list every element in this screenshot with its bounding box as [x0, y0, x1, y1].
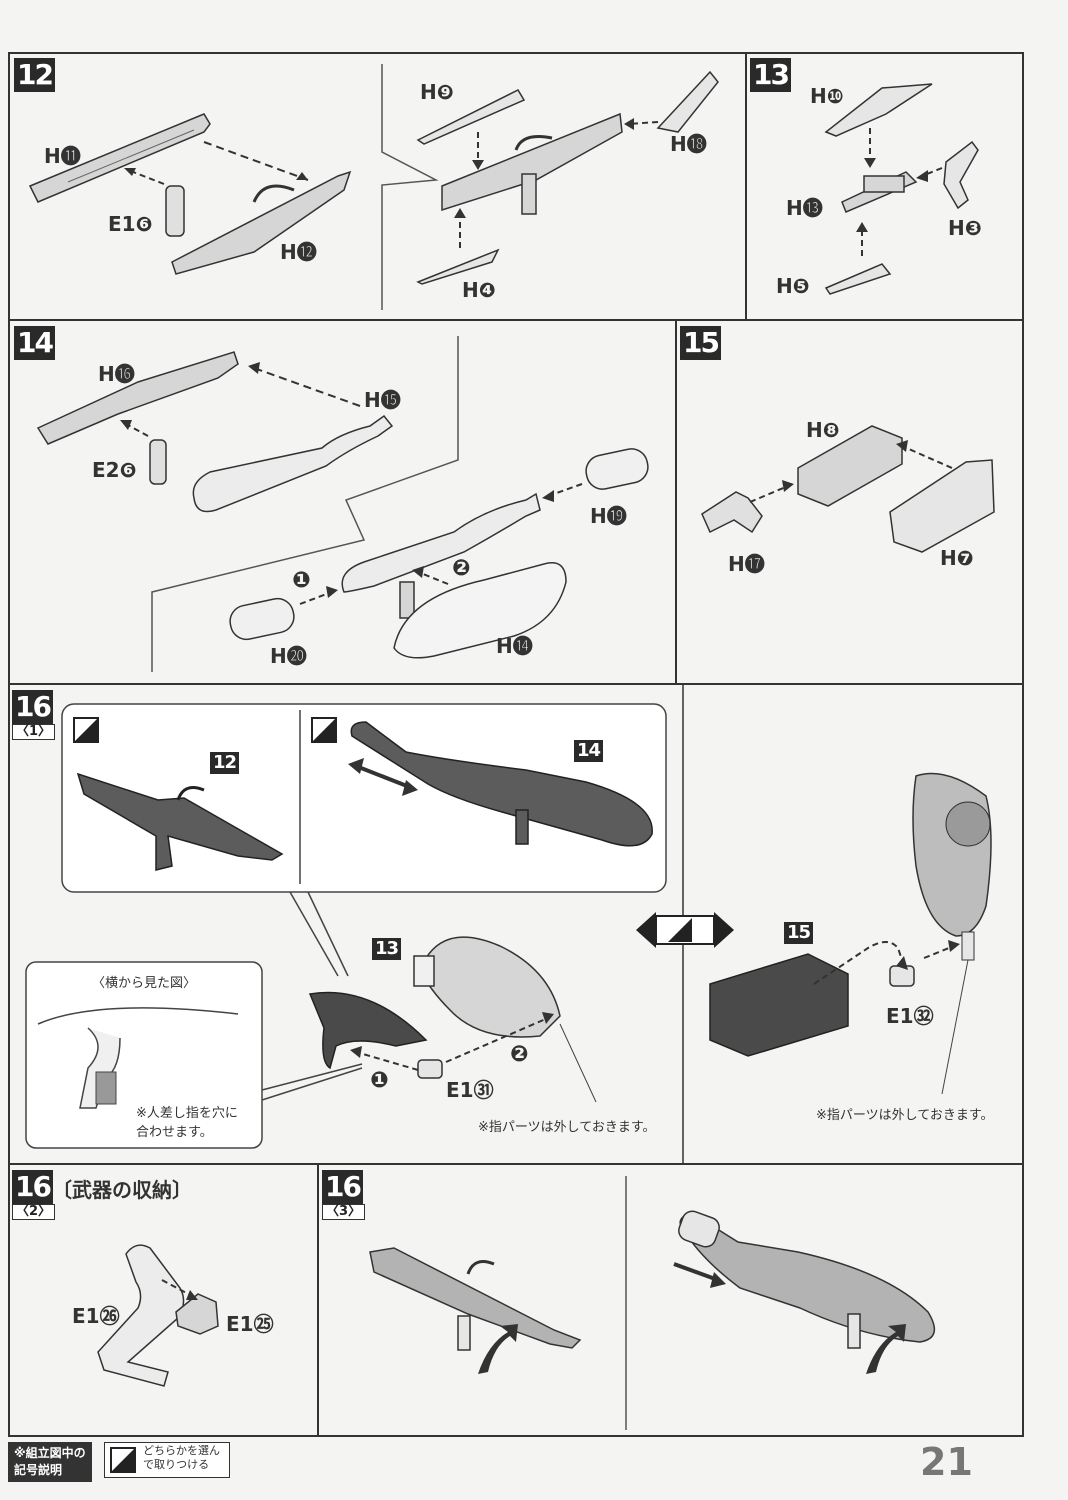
order-2: ❷	[452, 556, 471, 581]
label-H9: H❾	[420, 80, 454, 104]
legend-text: どちらかを選ん で取りつける	[143, 1444, 220, 1471]
step-12-right-parts	[416, 70, 719, 285]
step-16-1-sub: 〈1〉	[12, 724, 56, 740]
label-H13: H⓭	[786, 196, 823, 220]
label-H7: H❼	[940, 546, 974, 570]
finger-note: ※人差し指を穴に 合わせます。	[136, 1106, 238, 1140]
label-E1-6: E1❻	[108, 212, 153, 236]
side-view-title: 〈横から見た図〉	[92, 976, 197, 991]
order-16-2: ❷	[510, 1042, 529, 1067]
step-12-panel: 12 H⓫ E1❻ H⓬ H❾ H⓲ H❹	[8, 52, 746, 320]
label-H4: H❹	[462, 278, 496, 302]
ref-15: 15	[784, 922, 814, 944]
choose-one-icon	[110, 1447, 136, 1473]
step-14-panel: 14 H⓰ H⓯ E2❻ H⓳ H⓴ H⓮ ❶ ❷	[8, 320, 676, 684]
order-1: ❶	[292, 568, 311, 593]
ref-14: 14	[574, 740, 604, 762]
step-15-panel: 15 H❽ H⓱ H❼	[676, 320, 1024, 684]
page-number: 21	[920, 1440, 973, 1484]
label-H3: H❸	[948, 216, 982, 240]
step-16-3-sub: 〈3〉	[322, 1204, 366, 1220]
step-16-3-number: 16	[322, 1170, 363, 1204]
remove-note-right: ※指パーツは外しておきます。	[816, 1108, 994, 1123]
step-15-number: 15	[680, 326, 721, 360]
step-12-left-parts	[28, 113, 352, 275]
step-13-panel: 13 H❿ H⓭ H❸ H❺	[746, 52, 1024, 320]
label-E2-6: E2❻	[92, 458, 137, 482]
label-H14: H⓮	[496, 634, 533, 658]
label-H5: H❺	[776, 274, 810, 298]
label-H11: H⓫	[44, 144, 81, 168]
step-13-parts	[824, 83, 979, 295]
label-E1-31: E1㉛	[446, 1078, 494, 1102]
step-12-number: 12	[14, 58, 55, 92]
label-H12: H⓬	[280, 240, 317, 264]
step-13-number: 13	[750, 58, 791, 92]
legend-heading: ※組立図中の 記号説明	[8, 1442, 92, 1482]
step-14-number: 14	[14, 326, 55, 360]
step-15-parts	[701, 425, 995, 553]
step-16-2-panel: 16 〈2〉 〔武器の収納〕 E1㉖ E1㉕	[8, 1164, 318, 1437]
step-16-3-panel: 16 〈3〉	[318, 1164, 1024, 1437]
step-14-parts	[36, 351, 649, 659]
label-H17: H⓱	[728, 552, 765, 576]
ref-13: 13	[372, 938, 402, 960]
label-H8: H❽	[806, 418, 840, 442]
ref-12: 12	[210, 752, 240, 774]
choice-bubble	[25, 703, 992, 1149]
step-16-2-parts	[97, 1244, 219, 1387]
order-16-1: ❶	[370, 1068, 389, 1093]
label-H10: H❿	[810, 84, 844, 108]
label-E1-32: E1㉜	[886, 1004, 934, 1028]
label-H18: H⓲	[670, 132, 707, 156]
page-frame	[8, 52, 1024, 1437]
step-16-1-number: 16	[12, 690, 53, 724]
step-16-2-title: 〔武器の収納〕	[52, 1178, 192, 1202]
step-16-1-panel: 16 〈1〉	[8, 684, 1024, 1164]
label-H16: H⓰	[98, 362, 135, 386]
legend-box: どちらかを選ん で取りつける	[104, 1442, 230, 1478]
label-H19: H⓳	[590, 504, 627, 528]
label-H15: H⓯	[364, 388, 401, 412]
step-16-2-number: 16	[12, 1170, 53, 1204]
label-E1-25: E1㉕	[226, 1312, 274, 1336]
step-16-3-parts	[369, 1210, 936, 1374]
label-E1-26: E1㉖	[72, 1304, 120, 1328]
remove-note-left: ※指パーツは外しておきます。	[478, 1120, 656, 1135]
step-16-2-sub: 〈2〉	[12, 1204, 56, 1220]
label-H20: H⓴	[270, 644, 307, 668]
